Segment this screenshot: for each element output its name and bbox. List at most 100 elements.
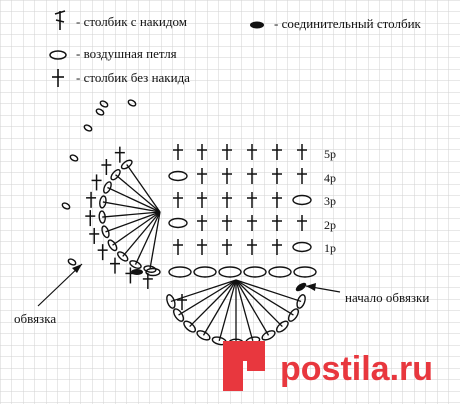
dc-ray [235,279,294,316]
chain-loop-icon [168,217,188,229]
dc-ray [202,279,237,336]
single-crochet-icon [247,215,257,231]
row-label-4: 4р [324,171,336,185]
annotation-edging-start: начало обвязки [305,283,429,305]
dc-ray [235,279,254,342]
single-crochet-icon [101,159,112,176]
dc-ray [149,211,161,270]
single-crochet-icon [110,257,121,274]
base-chain-row [131,266,317,292]
chain-loop-icon [145,267,161,277]
chain-loop-icon [287,308,300,322]
legend-slip-label: - соединительный столбик [274,16,422,31]
dc-ray [134,211,161,265]
stitch-rows [168,144,312,255]
chain-loop-icon [67,258,77,266]
row-label-2: 2р [324,218,336,232]
chain-loop-icon [193,266,217,278]
dc-ray [189,279,237,328]
chain-loop-icon [296,294,306,309]
single-crochet-icon [197,239,207,255]
single-crochet-icon [197,144,207,160]
edging-label: обвязка [14,311,56,326]
chain-loop-icon [168,170,188,182]
dc-ray [102,201,161,213]
single-crochet-icon [173,144,183,160]
edging-start-label: начало обвязки [345,290,429,305]
chain-loop-icon [69,154,79,162]
chain-loop-icon [218,266,242,278]
single-crochet-icon [297,168,307,184]
chain-loop-icon [107,239,118,252]
chain-loop-icon [243,266,267,278]
single-crochet-icon [297,144,307,160]
single-crochet-icon [177,294,187,310]
single-crochet-icon [247,192,257,208]
single-crochet-icon [222,239,232,255]
watermark-text: postila.ru [280,350,433,388]
slip-stitch-icon [131,269,143,275]
single-crochet-icon [247,239,257,255]
chain-loop-icon [143,265,157,273]
single-crochet-icon [89,227,100,244]
single-crochet-icon [272,192,282,208]
chain-loop-icon [83,124,93,132]
row-label-5: 5р [324,147,336,161]
single-crochet-icon [85,210,96,227]
single-crochet-icon [142,272,153,289]
single-crochet-icon [114,146,125,163]
single-crochet-icon [272,239,282,255]
single-crochet-icon [222,192,232,208]
chain-loop-icon [168,266,192,278]
chain-loop-icon [268,266,292,278]
single-crochet-icon [247,144,257,160]
chain-loop-icon [117,251,129,262]
legend-dc-label: - столбик с накидом [76,14,187,29]
single-crochet-icon [222,215,232,231]
annotation-edging: обвязка [14,263,83,326]
chain-loop-icon [99,100,109,108]
single-crochet-icon [222,144,232,160]
chain-loop-icon [120,159,133,170]
chain-loop-icon [95,108,105,116]
legend-sc-icon [52,69,64,87]
row-label-3: 3р [324,194,336,208]
postila-watermark: postila.ru [223,341,433,391]
dc-ray [235,279,283,328]
chain-loop-icon [103,181,112,194]
chain-loop-icon [61,202,71,210]
chain-loop-icon [101,225,110,239]
dc-ray [102,211,161,218]
legend: - столбик с накидом - соединительный сто… [49,10,422,87]
single-crochet-icon [197,215,207,231]
single-crochet-icon [91,174,102,191]
row-labels: 5р 4р 3р 2р 1р [324,147,336,255]
row-label-1: 1р [324,241,336,255]
dc-ray [115,174,161,213]
dc-ray [235,279,302,303]
dc-ray [126,164,161,213]
dc-ray [105,211,161,233]
chain-loop-icon [292,241,312,253]
dc-ray [107,186,161,213]
dc-ray [218,279,237,342]
chain-loop-icon [196,330,211,341]
chain-loop-icon [129,260,142,269]
single-crochet-icon [297,215,307,231]
bottom-fan-edging [166,279,306,347]
dc-ray [235,279,270,336]
dc-ray [112,211,161,246]
chain-loop-icon [292,194,312,206]
single-crochet-icon [272,215,282,231]
single-crochet-icon [272,168,282,184]
chain-loop-icon [98,210,106,224]
single-crochet-icon [272,144,282,160]
legend-chain-label: - воздушная петля [76,46,177,61]
single-crochet-icon [86,191,97,208]
chain-loop-icon [166,294,176,309]
left-fan-edging [61,99,161,289]
legend-dc-icon [54,10,66,30]
